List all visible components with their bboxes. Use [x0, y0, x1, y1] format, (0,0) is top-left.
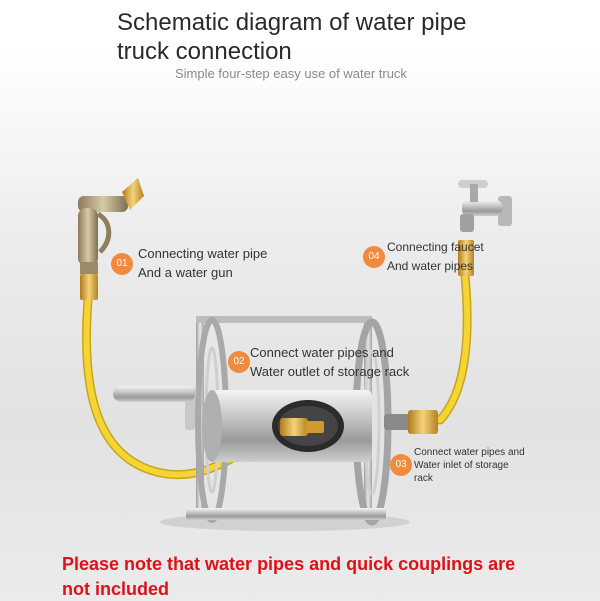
- step-03-line-3: rack: [414, 473, 433, 484]
- step-04-line-2: And water pipes: [387, 259, 474, 273]
- step-03-label: Connect water pipes and Water inlet of s…: [414, 446, 525, 485]
- step-02-badge: 02: [228, 351, 250, 373]
- not-included-notice: Please note that water pipes and quick c…: [62, 554, 516, 599]
- step-03-line-2: Water inlet of storage: [414, 460, 509, 471]
- step-01-label: Connecting water pipe And a water gun: [138, 244, 267, 282]
- step-02-line-1: Connect water pipes and: [250, 345, 394, 360]
- step-01-line-1: Connecting water pipe: [138, 246, 268, 261]
- inlet-coupling: [384, 414, 414, 430]
- water-gun: [78, 178, 144, 300]
- frame-top-bar: [196, 316, 372, 323]
- faucet: [458, 180, 512, 276]
- step-02-line-2: Water outlet of storage rack: [250, 364, 410, 379]
- step-02-label: Connect water pipes and Water outlet of …: [250, 343, 409, 381]
- step-01-line-2: And a water gun: [138, 265, 233, 280]
- page-subtitle: Simple four-step easy use of water truck: [175, 66, 407, 81]
- step-04-badge: 04: [363, 246, 385, 268]
- crank-handle: [113, 386, 195, 402]
- page-title: Schematic diagram of water pipe truck co…: [117, 8, 517, 66]
- step-03-badge: 03: [390, 454, 412, 476]
- step-01-badge: 01: [111, 253, 133, 275]
- frame-base: [186, 508, 386, 520]
- gun-coupling: [80, 274, 98, 300]
- outlet-coupling: [280, 418, 308, 436]
- step-04-label: Connecting faucet And water pipes: [387, 238, 484, 276]
- title-line-1: Schematic diagram of water pipe: [117, 9, 467, 36]
- faucet-coupling: [458, 240, 474, 276]
- step-03-line-1: Connect water pipes and: [414, 447, 525, 458]
- step-04-line-1: Connecting faucet: [387, 240, 484, 254]
- title-line-2: truck connection: [117, 38, 292, 65]
